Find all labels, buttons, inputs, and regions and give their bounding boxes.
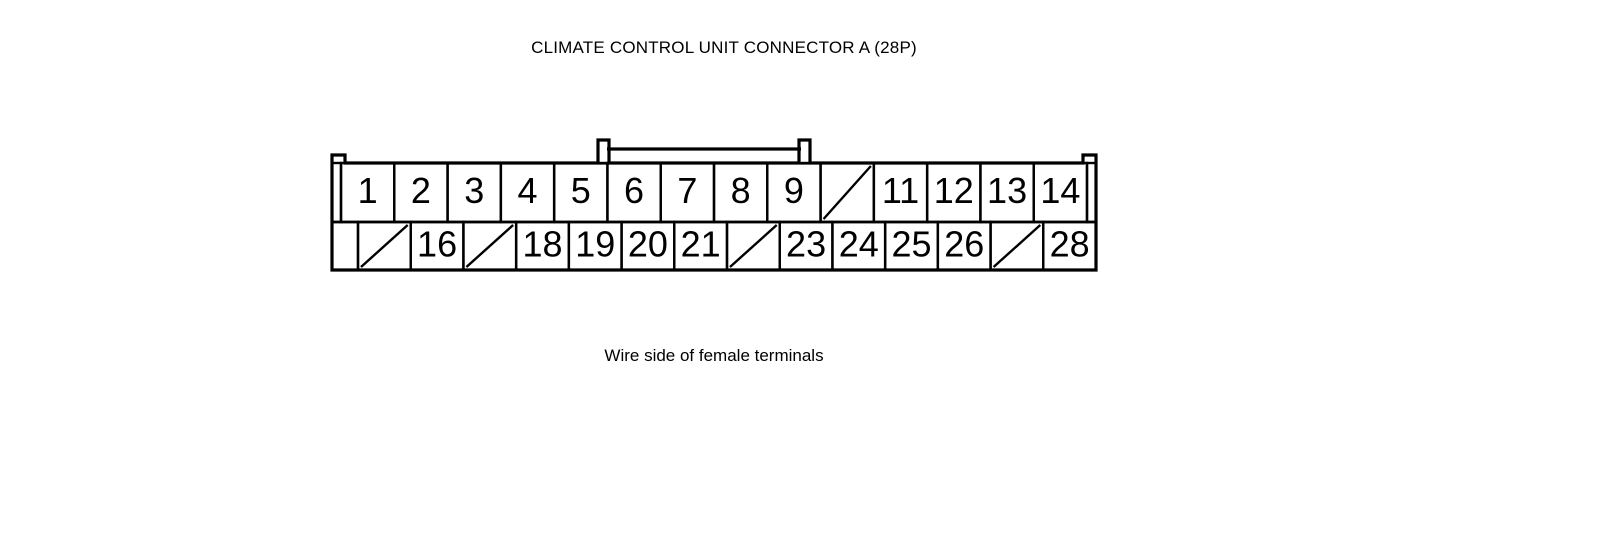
- terminal-cell-25: 25: [883, 220, 940, 272]
- terminal-cell-16: 16: [409, 220, 465, 272]
- terminal-cell-19: 19: [567, 220, 623, 272]
- terminal-number-28: 28: [1050, 224, 1090, 265]
- terminal-number-7: 7: [677, 170, 697, 211]
- terminal-number-13: 13: [987, 170, 1027, 211]
- terminal-number-14: 14: [1040, 170, 1080, 211]
- terminal-number-11: 11: [882, 170, 919, 211]
- terminal-number-4: 4: [517, 170, 537, 211]
- terminal-number-5: 5: [571, 170, 591, 211]
- unused-terminal-slash-icon: [465, 224, 514, 268]
- terminal-number-26: 26: [944, 224, 984, 265]
- terminal-number-1: 1: [358, 170, 378, 211]
- latch-tab: [596, 138, 812, 163]
- terminal-cell-21: 21: [673, 220, 729, 272]
- unused-terminal-slash-icon: [360, 224, 409, 268]
- page-title: CLIMATE CONTROL UNIT CONNECTOR A (28P): [531, 38, 917, 57]
- terminal-number-3: 3: [464, 170, 484, 211]
- terminal-cell-20: 20: [620, 220, 676, 272]
- unused-terminal-slash-icon: [729, 224, 778, 268]
- terminal-number-9: 9: [784, 170, 804, 211]
- terminal-number-24: 24: [839, 224, 879, 265]
- terminal-cell-24: 24: [831, 220, 887, 272]
- terminal-cell-12: 12: [925, 161, 982, 224]
- terminal-cell-11: 11: [872, 161, 929, 224]
- terminal-number-25: 25: [891, 224, 931, 265]
- terminal-number-8: 8: [731, 170, 751, 211]
- terminal-number-6: 6: [624, 170, 644, 211]
- terminal-number-12: 12: [934, 170, 974, 211]
- terminal-number-21: 21: [681, 224, 721, 265]
- unused-terminal-slash-icon: [992, 224, 1042, 268]
- terminal-number-23: 23: [786, 224, 826, 265]
- unused-terminal-slash-icon: [822, 165, 872, 220]
- terminal-cell-18: 18: [514, 220, 571, 272]
- terminal-cell-28: 28: [1042, 220, 1098, 272]
- bottom-row: 16 18 19 20 21 23 24 25 26 28: [330, 220, 1098, 272]
- terminal-cell-23: 23: [778, 220, 834, 272]
- figure-caption: Wire side of female terminals: [604, 346, 824, 365]
- terminal-number-20: 20: [628, 224, 668, 265]
- terminal-cell-26: 26: [936, 220, 992, 272]
- terminal-number-16: 16: [417, 224, 457, 265]
- terminal-number-18: 18: [522, 224, 562, 265]
- terminal-number-2: 2: [411, 170, 431, 211]
- terminal-number-19: 19: [575, 224, 615, 265]
